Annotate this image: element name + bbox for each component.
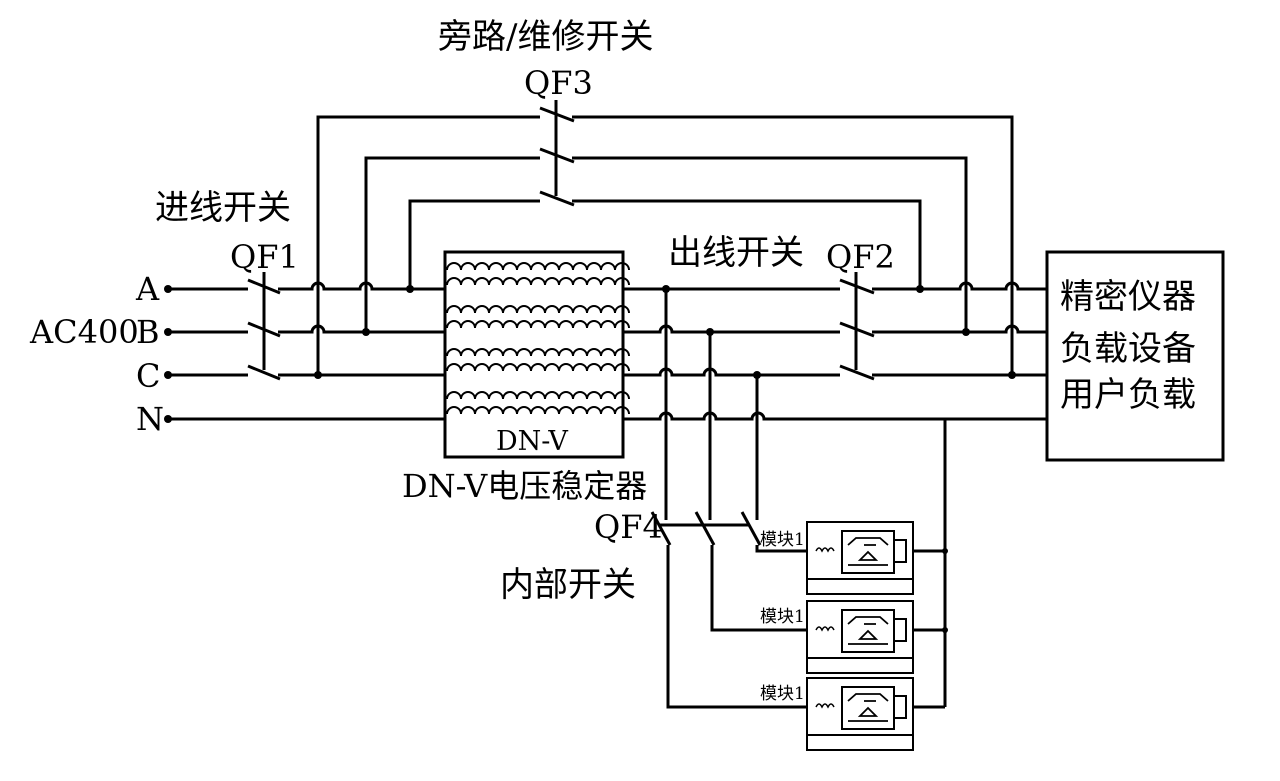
coil-row: [446, 320, 630, 329]
phase-c-label: C: [136, 357, 160, 395]
module-3-label: 模块1: [760, 684, 805, 704]
bypass-junctions: [314, 285, 1016, 379]
coil-row: [446, 305, 630, 314]
bypass-lines: [316, 115, 1014, 375]
qf2-switch: [839, 272, 875, 381]
internal-switch-label: 内部开关: [500, 565, 636, 605]
coil-row: [446, 277, 630, 286]
ac400-label: AC400: [29, 313, 139, 351]
internal-taps: [662, 285, 761, 520]
incoming-switch-label: 进线开关: [155, 188, 291, 228]
qf4-switch: [650, 511, 762, 546]
module-1-label: 模块1: [760, 530, 805, 550]
module-feeds: [666, 419, 948, 709]
qf4-label: QF4: [594, 508, 663, 546]
stabilizer-name-label: DN-V电压稳定器: [402, 467, 647, 505]
phase-a-label: A: [135, 270, 160, 308]
phase-terminals: [164, 285, 172, 423]
stabilizer-inner-label: DN-V: [496, 426, 568, 457]
module-unit-3: [806, 677, 914, 751]
load-label-line1: 精密仪器: [1060, 277, 1196, 317]
qf2-label: QF2: [826, 238, 895, 276]
qf3-label: QF3: [524, 64, 593, 102]
coil-row: [446, 391, 630, 400]
qf1-label: QF1: [230, 238, 299, 276]
load-box: [1045, 250, 1225, 462]
load-label-line2: 负载设备: [1060, 329, 1196, 369]
coil-row: [446, 262, 630, 271]
coil-row: [446, 348, 630, 357]
module-unit-1: [806, 521, 914, 595]
module-2-label: 模块1: [760, 607, 805, 627]
module-unit-2: [806, 600, 914, 674]
qf1-switch: [247, 272, 281, 381]
coil-row: [446, 406, 630, 415]
qf3-switch: [539, 100, 575, 207]
coil-row: [446, 363, 630, 372]
bypass-switch-label: 旁路/维修开关: [438, 17, 653, 57]
outgoing-switch-label: 出线开关: [668, 233, 804, 273]
stabilizer-box: [443, 250, 630, 459]
load-label-line3: 用户负载: [1060, 375, 1196, 415]
phase-b-label: B: [136, 313, 160, 351]
phase-n-label: N: [136, 400, 164, 438]
